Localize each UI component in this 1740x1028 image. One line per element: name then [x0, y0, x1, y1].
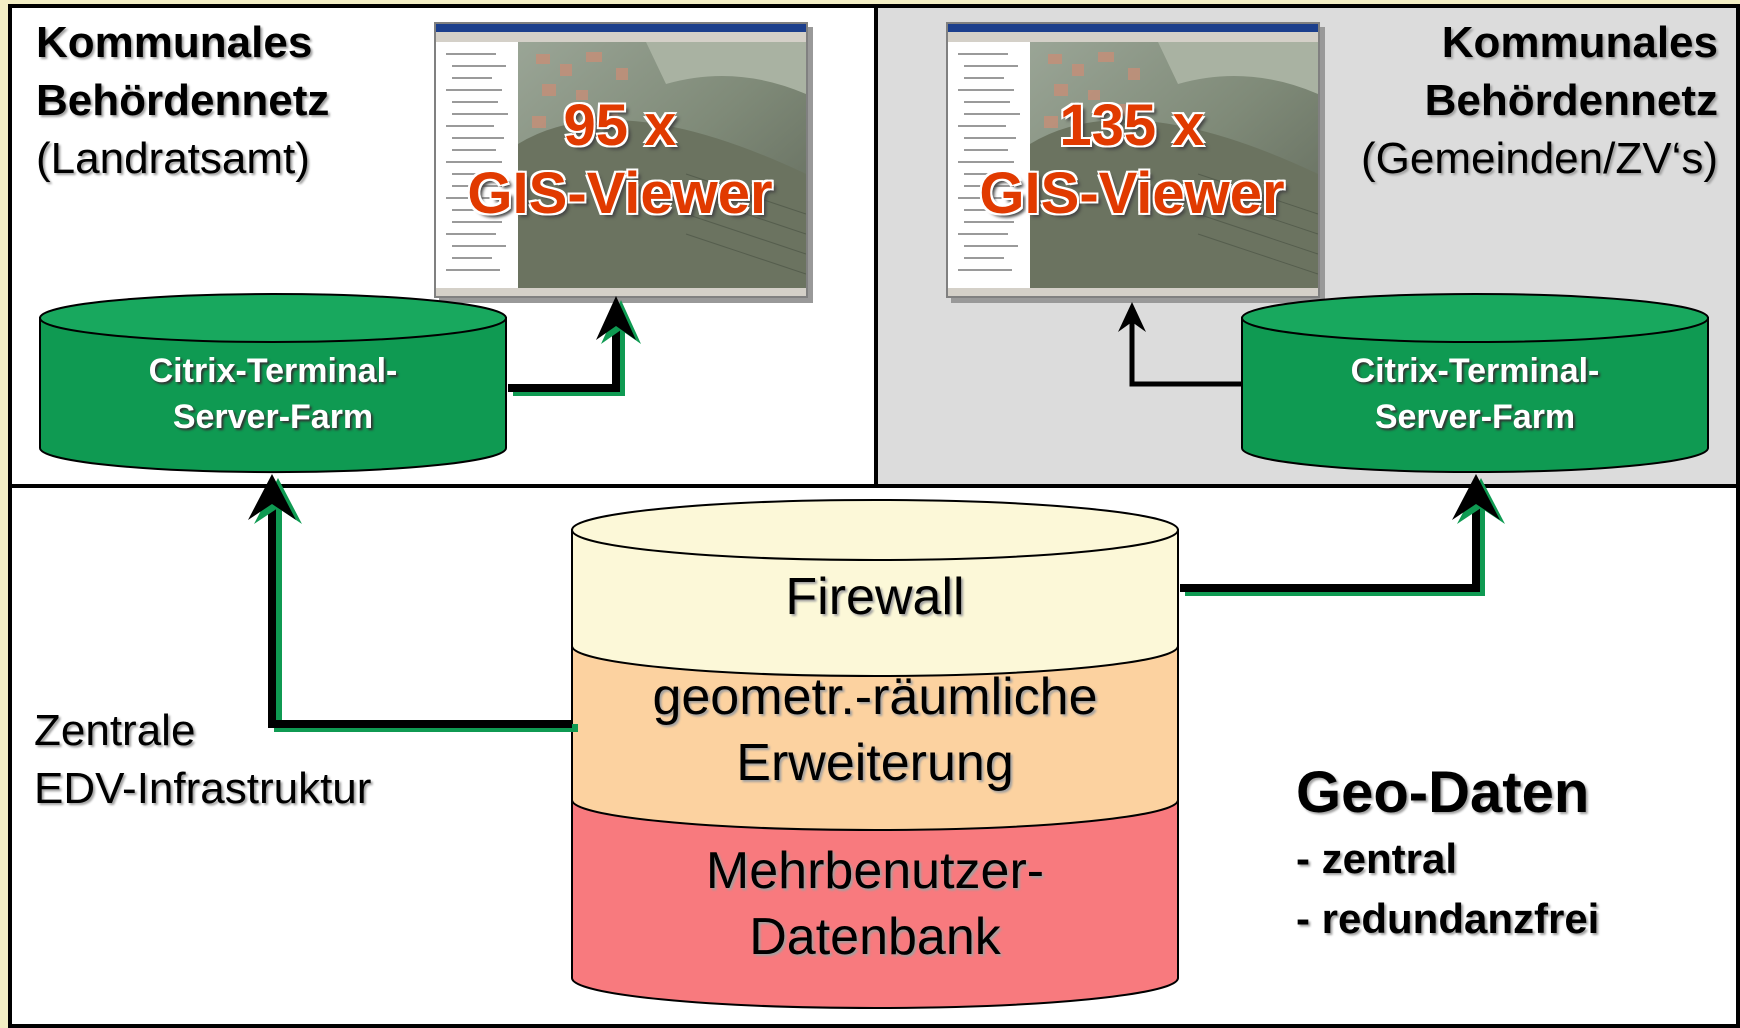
db-multiuser-line2: Datenbank	[749, 908, 1001, 966]
tl-viewer-count: 95 x	[563, 93, 677, 158]
tl-viewer-label: GIS-Viewer	[467, 161, 773, 226]
gis-map-thumbnail	[948, 24, 1318, 296]
arrow-db-to-server-left	[248, 474, 578, 732]
arrow-db-to-server-right	[1180, 474, 1505, 596]
db-firewall-label: Firewall	[785, 568, 965, 626]
central-infrastructure-line2: EDV-Infrastruktur	[34, 764, 372, 813]
tr-title-line2: Behördennetz	[1424, 76, 1718, 125]
gis-viewer-screenshot-left	[434, 22, 808, 298]
geo-data-point-redundancy: - redundanzfrei	[1296, 895, 1600, 942]
server-cylinder-right	[1241, 293, 1709, 473]
gis-map-thumbnail	[436, 24, 806, 296]
db-spatial-line1: geometr.-räumliche	[652, 668, 1098, 726]
arrow-server-to-viewer-right	[1118, 302, 1242, 387]
server-cylinder-left	[39, 293, 507, 474]
tr-title-line1: Kommunales	[1441, 18, 1718, 67]
tr-subtitle: (Gemeinden/ZV‘s)	[1360, 134, 1718, 183]
database-cylinder	[571, 499, 1179, 1009]
db-multiuser-line1: Mehrbenutzer-	[705, 842, 1045, 900]
central-infrastructure-line1: Zentrale	[34, 706, 196, 755]
tl-subtitle: (Landratsamt)	[36, 134, 310, 183]
tr-viewer-label: GIS-Viewer	[979, 161, 1285, 226]
arrow-server-to-viewer-left	[508, 296, 641, 396]
server-right-line2: Server-Farm	[1374, 398, 1576, 436]
geo-data-title: Geo-Daten	[1296, 760, 1590, 825]
server-right-line1: Citrix-Terminal-	[1350, 352, 1600, 390]
tr-viewer-count: 135 x	[1059, 93, 1205, 158]
tl-title-line1: Kommunales	[36, 18, 313, 67]
server-left-line2: Server-Farm	[172, 398, 374, 436]
db-spatial-line2: Erweiterung	[736, 734, 1014, 792]
server-left-line1: Citrix-Terminal-	[148, 352, 398, 390]
geo-data-point-central: - zentral	[1296, 835, 1458, 882]
gis-viewer-screenshot-right	[946, 22, 1320, 298]
tl-title-line2: Behördennetz	[36, 76, 330, 125]
